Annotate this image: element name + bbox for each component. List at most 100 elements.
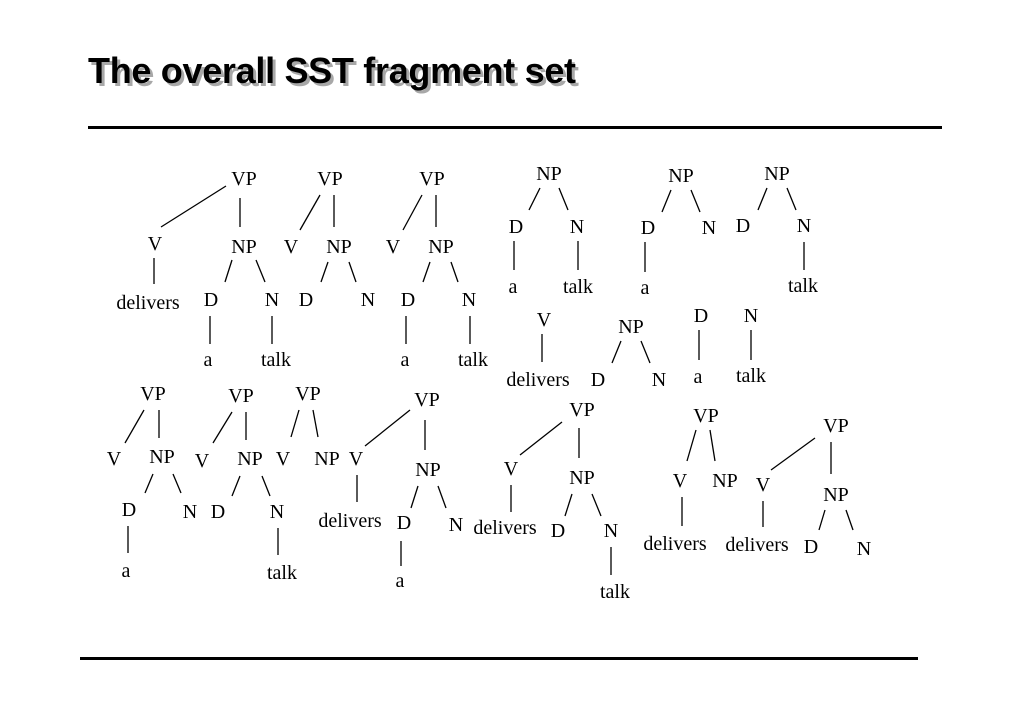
tree-node-d: D — [736, 215, 750, 237]
tree-node-vp: VP — [414, 389, 440, 411]
tree-node-d: D — [299, 289, 313, 311]
tree-node-v: V — [284, 236, 299, 258]
tree-edge — [690, 189, 701, 213]
tree-edge — [709, 429, 716, 462]
tree-node-delivers: delivers — [473, 517, 537, 539]
top-divider — [88, 126, 942, 129]
tree-node-v: V — [673, 470, 688, 492]
tree-node-n: N — [449, 514, 463, 536]
tree-edge — [172, 473, 182, 494]
tree-node-talk: talk — [736, 365, 766, 387]
tree-node-a: a — [401, 349, 410, 371]
tree-edge — [224, 259, 233, 283]
tree-edge — [422, 261, 431, 283]
tree-node-d: D — [122, 499, 136, 521]
tree-node-vp: VP — [228, 385, 254, 407]
tree-node-np: NP — [415, 459, 441, 481]
tree-edge — [528, 187, 541, 211]
tree-node-d: D — [551, 520, 565, 542]
tree-node-talk: talk — [600, 581, 630, 603]
tree-node-np: NP — [668, 165, 694, 187]
tree-node-n: N — [604, 520, 618, 542]
tree-edge — [402, 194, 423, 231]
tree-node-talk: talk — [788, 275, 818, 297]
tree-node-talk: talk — [261, 349, 291, 371]
tree-node-np: NP — [326, 236, 352, 258]
tree-edge — [591, 493, 602, 517]
tree-node-a: a — [122, 560, 131, 582]
page-title: The overall SST fragment set — [88, 50, 576, 91]
tree-edge — [519, 421, 563, 456]
tree-node-delivers: delivers — [725, 534, 789, 556]
tree-edge — [818, 509, 826, 531]
tree-node-d: D — [591, 369, 605, 391]
tree-node-n: N — [570, 216, 584, 238]
tree-node-vp: VP — [693, 405, 719, 427]
tree-node-n: N — [797, 215, 811, 237]
tree-node-delivers: delivers — [318, 510, 382, 532]
tree-edge — [450, 261, 459, 283]
tree-edge — [757, 187, 768, 211]
tree-node-n: N — [265, 289, 279, 311]
tree-node-d: D — [204, 289, 218, 311]
tree-edge — [558, 187, 569, 211]
tree-edge — [845, 509, 854, 531]
tree-node-n: N — [857, 538, 871, 560]
tree-node-v: V — [349, 448, 364, 470]
tree-node-np: NP — [428, 236, 454, 258]
tree-node-d: D — [641, 217, 655, 239]
tree-edge — [212, 411, 233, 444]
tree-edge — [640, 340, 651, 364]
tree-edge — [124, 409, 145, 444]
tree-node-vp: VP — [823, 415, 849, 437]
tree-edge — [564, 493, 573, 517]
tree-node-vp: VP — [295, 383, 321, 405]
tree-node-np: NP — [569, 467, 595, 489]
tree-edge — [160, 185, 227, 228]
tree-node-a: a — [396, 570, 405, 592]
tree-edge — [144, 473, 154, 494]
tree-node-talk: talk — [267, 562, 297, 584]
tree-edge — [661, 189, 672, 213]
tree-node-a: a — [694, 366, 703, 388]
tree-node-np: NP — [536, 163, 562, 185]
tree-node-v: V — [195, 450, 210, 472]
tree-node-n: N — [270, 501, 284, 523]
tree-node-np: NP — [712, 470, 738, 492]
tree-node-delivers: delivers — [506, 369, 570, 391]
tree-node-v: V — [756, 474, 771, 496]
tree-node-d: D — [401, 289, 415, 311]
tree-node-np: NP — [618, 316, 644, 338]
tree-node-v: V — [537, 309, 552, 331]
tree-node-delivers: delivers — [643, 533, 707, 555]
tree-edge — [290, 409, 300, 438]
tree-node-n: N — [652, 369, 666, 391]
tree-node-n: N — [183, 501, 197, 523]
tree-node-v: V — [148, 233, 163, 255]
tree-node-np: NP — [231, 236, 257, 258]
tree-edge — [364, 409, 411, 447]
tree-edge — [686, 429, 697, 462]
tree-node-vp: VP — [231, 168, 257, 190]
tree-node-np: NP — [149, 446, 175, 468]
tree-edge — [437, 485, 447, 509]
tree-edge — [255, 259, 266, 283]
tree-node-n: N — [744, 305, 758, 327]
tree-node-delivers: delivers — [116, 292, 180, 314]
bottom-divider — [80, 657, 918, 660]
tree-node-talk: talk — [458, 349, 488, 371]
tree-node-np: NP — [764, 163, 790, 185]
tree-node-d: D — [509, 216, 523, 238]
tree-node-d: D — [211, 501, 225, 523]
tree-node-a: a — [641, 277, 650, 299]
tree-node-v: V — [386, 236, 401, 258]
tree-node-a: a — [509, 276, 518, 298]
tree-node-np: NP — [237, 448, 263, 470]
tree-node-d: D — [694, 305, 708, 327]
tree-edge — [312, 409, 319, 438]
tree-node-a: a — [204, 349, 213, 371]
tree-edge — [261, 475, 271, 497]
tree-node-vp: VP — [419, 168, 445, 190]
tree-node-talk: talk — [563, 276, 593, 298]
